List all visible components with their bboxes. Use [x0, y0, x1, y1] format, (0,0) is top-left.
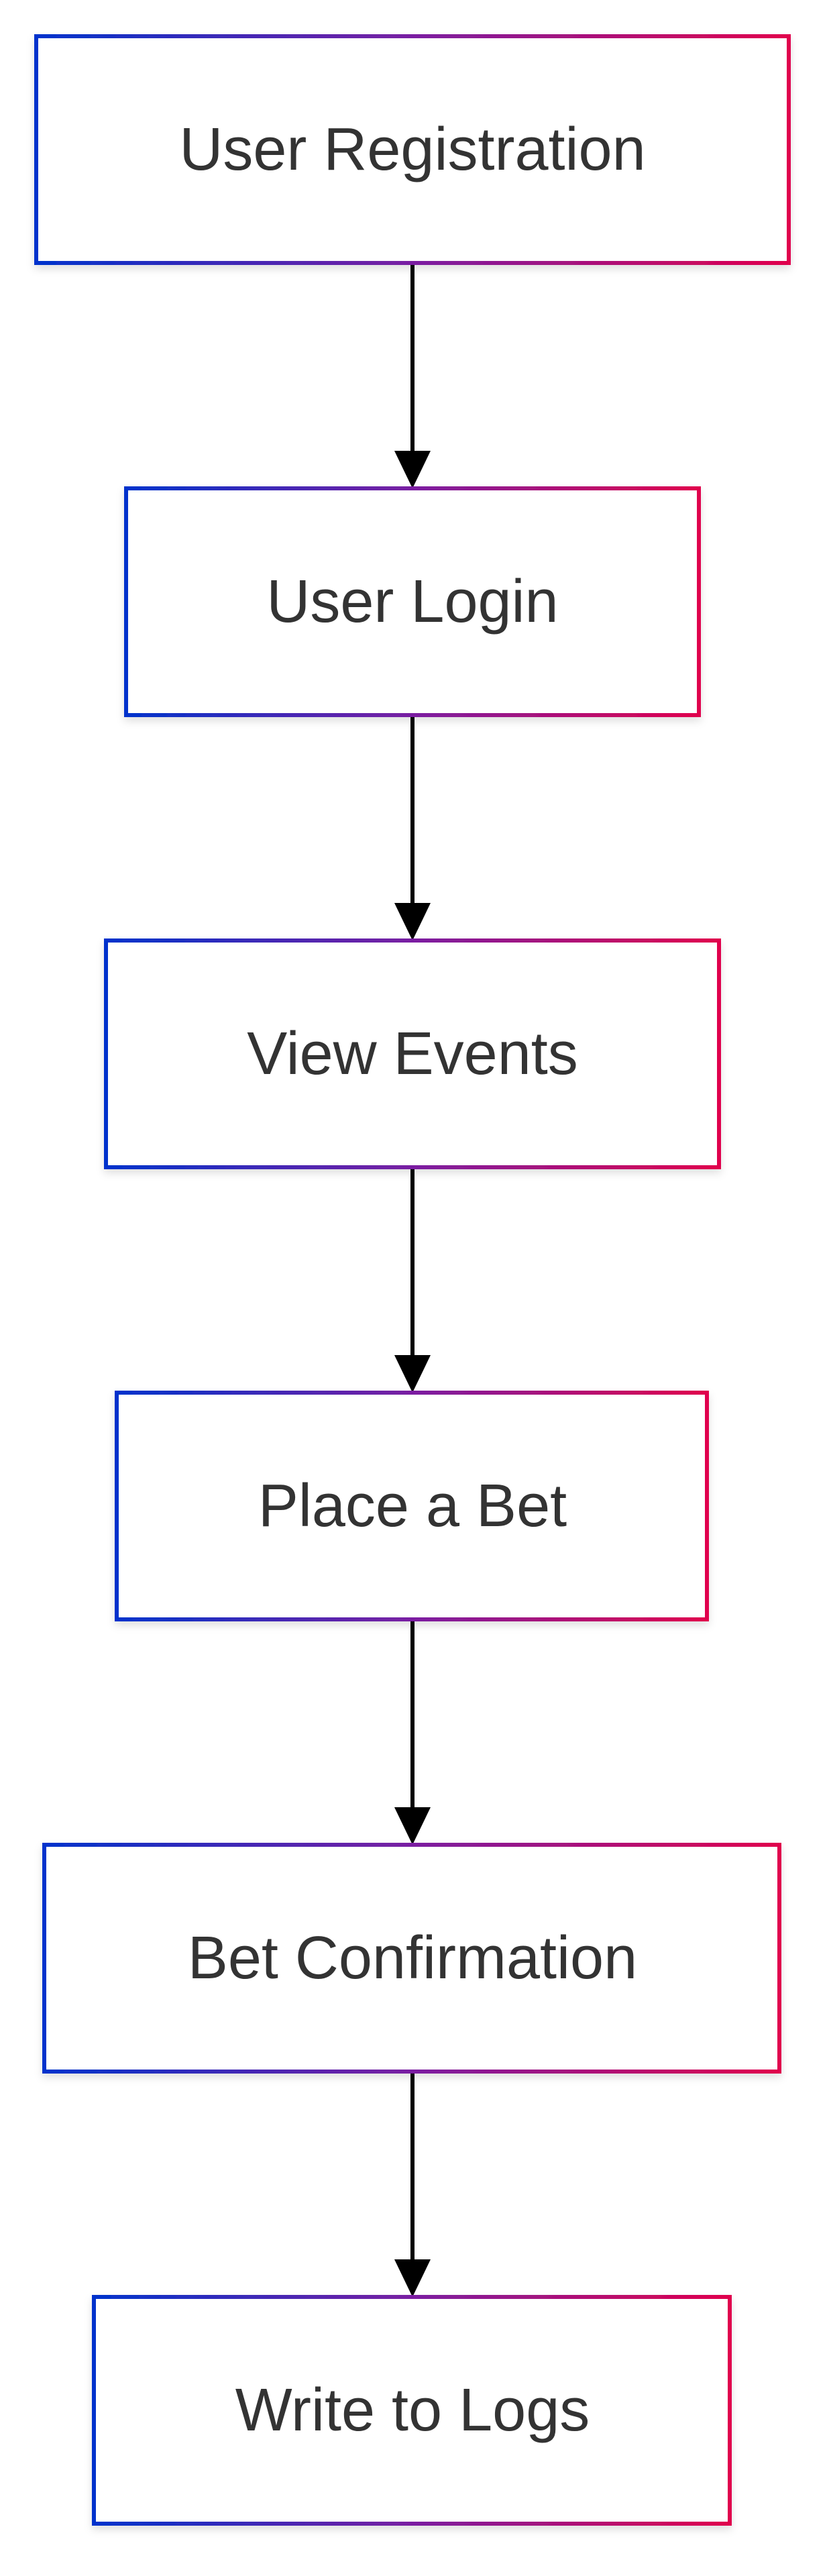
- node-label-bet-confirmation: Bet Confirmation: [188, 1925, 637, 1992]
- node-label-user-login: User Login: [266, 568, 558, 635]
- edge-view-events-to-place-a-bet: [394, 1167, 431, 1393]
- node-label-write-to-logs: Write to Logs: [235, 2377, 590, 2444]
- edges: [394, 263, 431, 2297]
- edge-bet-confirmation-to-write-to-logs: [394, 2072, 431, 2297]
- arrowhead-icon: [394, 1807, 431, 1845]
- node-user-registration[interactable]: User Registration: [34, 34, 791, 265]
- node-user-login[interactable]: User Login: [124, 486, 701, 717]
- edge-place-a-bet-to-bet-confirmation: [394, 1619, 431, 1845]
- node-bet-confirmation[interactable]: Bet Confirmation: [42, 1843, 781, 2074]
- node-write-to-logs[interactable]: Write to Logs: [92, 2295, 732, 2526]
- node-place-a-bet[interactable]: Place a Bet: [115, 1391, 709, 1621]
- node-label-place-a-bet: Place a Bet: [258, 1472, 567, 1540]
- nodes: User Registration User Login View Events…: [34, 34, 791, 2526]
- node-label-user-registration: User Registration: [179, 116, 645, 183]
- edge-user-login-to-view-events: [394, 715, 431, 941]
- arrowhead-icon: [394, 1355, 431, 1393]
- node-label-view-events: View Events: [247, 1020, 578, 1087]
- arrowhead-icon: [394, 903, 431, 941]
- arrowhead-icon: [394, 2259, 431, 2297]
- arrowhead-icon: [394, 451, 431, 488]
- edge-user-registration-to-user-login: [394, 263, 431, 488]
- node-view-events[interactable]: View Events: [104, 938, 721, 1169]
